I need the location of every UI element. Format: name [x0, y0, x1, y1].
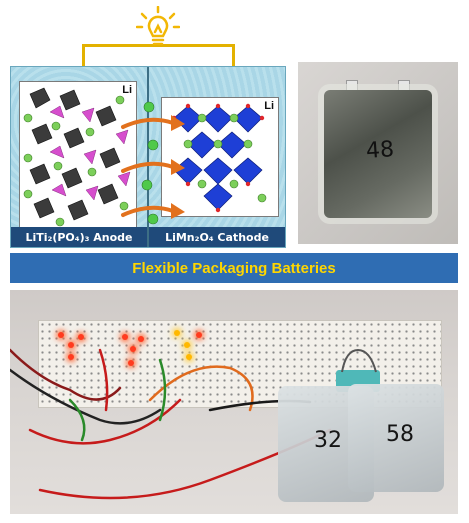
led: [68, 342, 74, 348]
cathode-crystal-structure: [171, 103, 267, 213]
led: [186, 354, 192, 360]
anode-label: LiTi₂(PO₄)₃ Anode: [11, 227, 147, 247]
anode-crystal-structure: [23, 87, 131, 227]
wire-top: [82, 44, 234, 47]
anode-li-label: Li: [122, 84, 132, 96]
lightbulb-icon: [136, 6, 180, 46]
anode-structure-box: Li: [19, 81, 137, 231]
led: [138, 336, 144, 342]
led: [78, 334, 84, 340]
led: [128, 360, 134, 366]
battery-schematic: Li: [10, 66, 286, 248]
pouch-battery-2: [348, 384, 444, 492]
led: [196, 332, 202, 338]
led: [58, 332, 64, 338]
pouch-number: 48: [365, 137, 395, 164]
ion-flow-arrows: [121, 115, 185, 219]
lithium-ions: [141, 101, 159, 225]
title-banner: Flexible Packaging Batteries: [10, 253, 458, 283]
breadboard-photo: 32 58: [10, 290, 458, 514]
led: [68, 354, 74, 360]
pouch-battery-2-number: 58: [386, 422, 414, 447]
pouch-cell-photo: 48: [298, 62, 458, 244]
cathode-label: LiMn₂O₄ Cathode: [149, 227, 285, 247]
led: [122, 334, 128, 340]
led: [174, 330, 180, 336]
binder-clip-handle: [341, 348, 377, 373]
banner-title: Flexible Packaging Batteries: [132, 259, 336, 277]
cathode-structure-box: Li: [161, 97, 279, 217]
cathode-li-label: Li: [264, 100, 274, 112]
separator-membrane: [147, 67, 149, 247]
led: [184, 342, 190, 348]
pouch-cell: [324, 90, 432, 218]
pouch-battery-1-number: 32: [314, 428, 342, 453]
led: [130, 346, 136, 352]
